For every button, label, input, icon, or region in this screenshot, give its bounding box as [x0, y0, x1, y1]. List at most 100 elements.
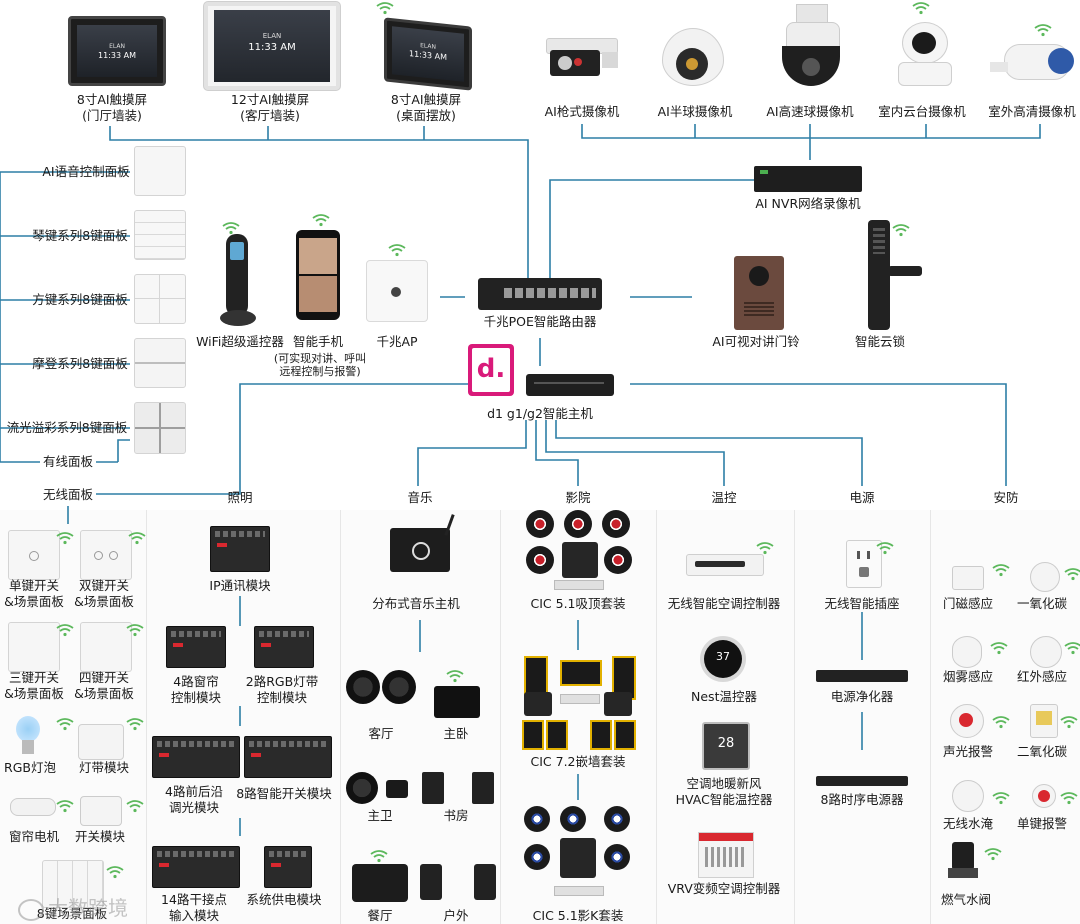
label-w4: 四键开关 &场景面板	[74, 670, 134, 701]
label-t2: Nest温控器	[691, 689, 757, 704]
speaker-icon	[472, 772, 494, 804]
label-screen1: 8寸AI触摸屏 (门厅墙装)	[76, 92, 148, 123]
label-l6: 14路干接点 输入模块	[161, 892, 227, 923]
label-m7: 户外	[443, 908, 469, 923]
module-icon	[166, 626, 226, 668]
category-security: 安防	[993, 490, 1019, 505]
music-host-icon	[390, 514, 455, 572]
touchscreen-icon: ELAN 11:33 AM	[68, 16, 166, 86]
label-t3: 空调地暖新风 HVAC智能温控器	[675, 776, 773, 807]
label-camera1: AI枪式摄像机	[544, 104, 620, 119]
camera-icon	[544, 38, 620, 86]
label-l3: 2路RGB灯带 控制模块	[245, 674, 319, 705]
router-icon	[478, 278, 602, 310]
speaker-icon	[420, 864, 442, 900]
label-camera5: 室外高清摄像机	[988, 104, 1076, 119]
switch-panel-icon	[8, 530, 60, 580]
led-module-icon	[78, 724, 124, 760]
wifi-icon	[56, 798, 74, 813]
label-wired: 有线面板	[42, 454, 94, 469]
bulb-icon	[16, 716, 40, 758]
touchscreen-icon: ELAN 11:33 AM	[384, 17, 472, 91]
label-w2: 双键开关 &场景面板	[74, 578, 134, 609]
amp-icon	[386, 780, 408, 798]
speaker-icon	[526, 546, 554, 574]
wifi-icon	[56, 716, 74, 731]
speaker-icon	[526, 510, 554, 538]
wifi-icon	[56, 622, 74, 637]
category-lighting: 照明	[227, 490, 253, 505]
wifi-icon	[222, 220, 240, 235]
switch-panel-icon	[134, 146, 186, 196]
subwoofer-icon	[524, 692, 552, 716]
receiver-icon	[560, 694, 600, 704]
sensor-icon	[1030, 704, 1058, 738]
sensor-icon	[1030, 562, 1060, 592]
label-m3: 主卧	[443, 726, 469, 741]
screen-brand: ELAN	[262, 32, 282, 40]
label-s1: 门磁感应	[942, 596, 994, 611]
switch-panel-icon	[134, 210, 186, 260]
label-doorbell: AI可视对讲门铃	[712, 334, 800, 349]
wifi-icon	[312, 212, 330, 227]
watermark-text: 大数跨境	[48, 896, 128, 920]
label-camera4: 室内云台摄像机	[878, 104, 966, 119]
switch-panel-icon	[134, 402, 186, 454]
wifi-icon	[1060, 790, 1078, 805]
lock-icon	[868, 220, 924, 332]
label-nvr: AI NVR网络录像机	[755, 196, 861, 211]
subwoofer-icon	[562, 542, 598, 578]
label-l7: 系统供电模块	[246, 892, 322, 907]
label-m1: 分布式音乐主机	[372, 596, 460, 611]
label-lock: 智能云锁	[854, 334, 906, 349]
module-icon	[152, 846, 240, 888]
valve-icon	[948, 842, 978, 882]
wifi-icon	[876, 540, 894, 555]
wifi-icon	[756, 540, 774, 555]
module-icon	[254, 626, 314, 668]
switch-panel-icon	[80, 530, 132, 580]
socket-icon	[846, 540, 882, 588]
speaker-icon	[604, 844, 630, 870]
label-phone-note: (可实现对讲、呼叫 远程控制与报警)	[273, 352, 367, 378]
thermostat-value: 28	[717, 736, 735, 751]
label-w9: 8键场景面板	[36, 906, 108, 921]
wifi-icon	[1060, 714, 1078, 729]
speaker-icon	[560, 660, 602, 686]
module-icon	[264, 846, 312, 888]
sequencer-icon	[816, 776, 908, 786]
camera-icon	[782, 4, 842, 88]
sensor-icon	[952, 566, 984, 590]
speaker-icon	[546, 720, 568, 750]
receiver-icon	[554, 580, 604, 590]
label-w3: 三键开关 &场景面板	[4, 670, 64, 701]
speaker-icon	[434, 686, 480, 718]
module-icon	[152, 736, 240, 778]
sensor-icon	[952, 636, 982, 668]
module-icon	[244, 736, 332, 778]
speaker-icon	[352, 864, 408, 902]
label-s3: 烟雾感应	[942, 669, 994, 684]
label-e2: 电源净化器	[830, 689, 894, 704]
camera-icon	[898, 22, 952, 86]
switch-panel-icon	[80, 622, 132, 672]
switch-panel-icon	[134, 338, 186, 388]
wifi-icon	[370, 848, 388, 863]
speaker-icon	[602, 510, 630, 538]
ap-icon	[366, 260, 428, 322]
curtain-motor-icon	[10, 798, 56, 816]
category-power: 电源	[849, 490, 875, 505]
label-phone: 智能手机	[292, 334, 344, 349]
label-t1: 无线智能空调控制器	[667, 596, 781, 611]
sensor-icon	[1030, 636, 1062, 668]
category-temp: 温控	[711, 490, 737, 505]
label-ap: 千兆AP	[376, 334, 418, 349]
speaker-icon	[522, 720, 544, 750]
switch-panel-icon	[42, 860, 104, 908]
watermark-logo-icon	[18, 898, 44, 921]
phone-icon	[296, 230, 340, 320]
speaker-icon	[614, 720, 636, 750]
label-remote: WiFi超级遥控器	[196, 334, 284, 349]
label-k2: CIC 7.2嵌墙套装	[530, 754, 626, 769]
